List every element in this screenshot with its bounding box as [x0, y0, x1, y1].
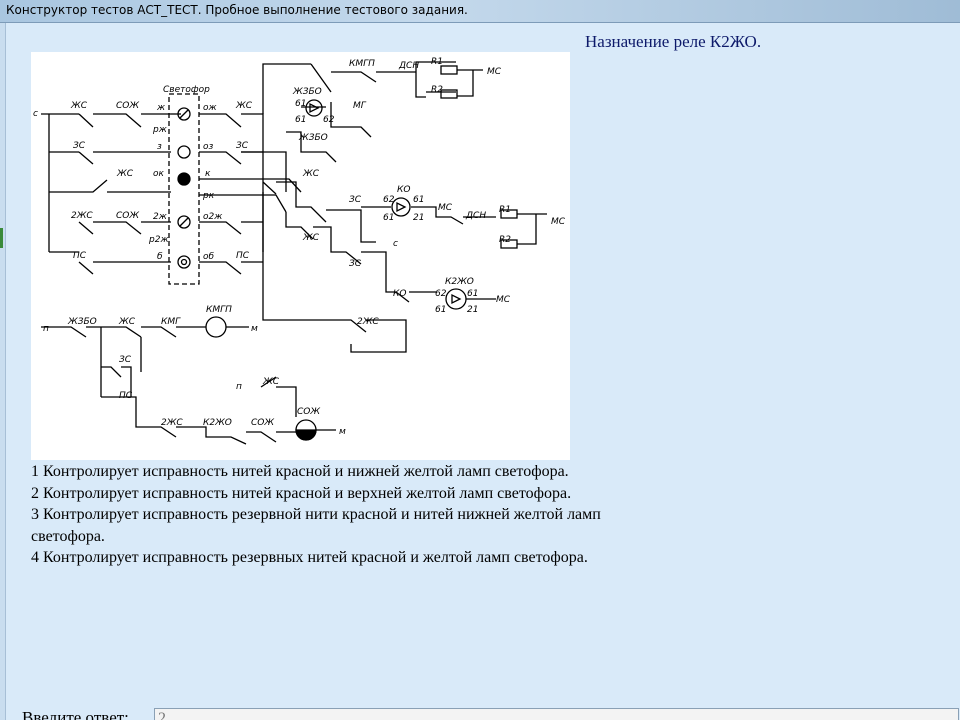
label-zhzbo-1: ЖЗБО: [292, 87, 322, 97]
label-zhs-2: ЖС: [235, 101, 253, 111]
label-ps-3: ПС: [119, 391, 133, 401]
label-kmgp-2: КМГП: [206, 305, 232, 315]
label-c-2: с: [393, 239, 398, 249]
label-k: к: [205, 169, 211, 179]
label-p-2: п: [236, 382, 242, 392]
label-ko-1: КО: [397, 185, 410, 195]
label-zhs-7: ЖС: [262, 377, 280, 387]
label-r2-2: R2: [499, 235, 511, 245]
label-kmgp-1: КМГП: [349, 59, 375, 69]
frame-marker: [0, 228, 3, 248]
option-1-text: Контролирует исправность нитей красной и…: [43, 463, 569, 480]
option-3-text: Контролирует исправность резервной нити …: [31, 506, 601, 545]
label-zhs-6: ЖС: [118, 317, 136, 327]
label-2zhs-3: 2ЖС: [161, 418, 183, 428]
label-ms-3: МС: [551, 217, 566, 227]
label-zs-2: ЗС: [236, 141, 249, 151]
label-zs-1: ЗС: [73, 141, 86, 151]
label-zs-4: ЗС: [349, 259, 362, 269]
label-2zhs-1: 2ЖС: [71, 211, 93, 221]
label-61-d: 61: [413, 195, 424, 205]
label-zs-5: ЗС: [119, 355, 132, 365]
option-1-number: 1: [31, 463, 39, 480]
label-ko-2: КО: [393, 289, 406, 299]
label-62-a: 62: [323, 115, 335, 125]
option-4-text: Контролирует исправность резервных нитей…: [43, 549, 588, 566]
label-zhs-3: ЖС: [116, 169, 134, 179]
label-p-1: п: [43, 324, 49, 334]
label-r2zh: р2ж: [148, 235, 169, 245]
window-title: Конструктор тестов АСТ_ТЕСТ. Пробное вып…: [6, 3, 468, 17]
label-rzh: рж: [152, 125, 168, 135]
question-text: Назначение реле К2ЖО.: [585, 32, 762, 51]
label-sozh-1: СОЖ: [116, 101, 139, 111]
label-21-b: 21: [467, 305, 478, 315]
answer-input[interactable]: [154, 708, 959, 720]
label-ob: об: [203, 252, 215, 262]
label-61-a: 61: [295, 99, 306, 109]
answer-label: Введите ответ:: [22, 708, 129, 720]
label-sozh-3: СОЖ: [251, 418, 274, 428]
label-2zhs-2: 2ЖС: [357, 317, 379, 327]
label-ps-1: ПС: [73, 251, 87, 261]
label-21-a: 21: [413, 213, 424, 223]
option-3-number: 3: [31, 506, 39, 523]
label-zhs-1: ЖС: [70, 101, 88, 111]
label-r1-1: R1: [431, 57, 443, 67]
label-61-e: 61: [435, 305, 446, 315]
label-dsn-2: ДСН: [465, 211, 486, 221]
option-2-number: 2: [31, 484, 39, 502]
label-zhs-5: ЖС: [302, 233, 320, 243]
label-mg: МГ: [353, 101, 367, 111]
label-kmg: КМГ: [161, 317, 181, 327]
label-ozh: ож: [203, 103, 218, 113]
answer-options: 1 Контролирует исправность нитей красной…: [31, 461, 671, 569]
option-2[interactable]: 2 Контролирует исправность нитей красной…: [31, 483, 671, 505]
label-svetofor: Светофор: [163, 85, 210, 95]
label-c: с: [33, 109, 38, 119]
label-2zh: 2ж: [153, 212, 168, 222]
label-rk: рк: [202, 191, 215, 201]
window-titlebar[interactable]: Конструктор тестов АСТ_ТЕСТ. Пробное вып…: [0, 0, 960, 23]
label-zhs-4: ЖС: [302, 169, 320, 179]
label-sozh-2: СОЖ: [116, 211, 139, 221]
label-61-c: 61: [383, 213, 394, 223]
label-zh: ж: [156, 103, 166, 113]
label-zhzbo-2: ЖЗБО: [298, 133, 328, 143]
label-61-f: 61: [467, 289, 478, 299]
label-oz: оз: [203, 142, 214, 152]
label-62-b: 62: [383, 195, 395, 205]
label-b: б: [157, 252, 163, 262]
answer-row: Введите ответ:: [22, 706, 960, 720]
label-z: з: [157, 142, 162, 152]
label-ps-2: ПС: [236, 251, 250, 261]
label-m-2: м: [339, 427, 346, 437]
label-ms-4: МС: [496, 295, 511, 305]
label-zs-3: ЗС: [349, 195, 362, 205]
option-1[interactable]: 1 Контролирует исправность нитей красной…: [31, 461, 671, 483]
circuit-diagram: Светофор с ЖС СОЖ ж ож ЖС рж ЗС з оз ЗС …: [31, 52, 570, 460]
label-zhzbo-3: ЖЗБО: [67, 317, 97, 327]
label-ms-2: МС: [438, 203, 453, 213]
window-left-frame: [0, 23, 6, 720]
label-dsn-1: ДСН: [398, 61, 419, 71]
option-3[interactable]: 3 Контролирует исправность резервной нит…: [31, 504, 671, 547]
label-r1-2: R1: [499, 205, 511, 215]
option-4[interactable]: 4 Контролирует исправность резервных нит…: [31, 547, 671, 569]
label-ms-1: МС: [487, 67, 502, 77]
label-k2zho-1: К2ЖО: [445, 277, 474, 287]
label-r2-1: R2: [431, 85, 443, 95]
label-sozh-4: СОЖ: [297, 407, 320, 417]
label-61-b: 61: [295, 115, 306, 125]
option-2-text: Контролирует исправность нитей красной и…: [43, 484, 572, 502]
circuit-diagram-svg: Светофор с ЖС СОЖ ж ож ЖС рж ЗС з оз ЗС …: [33, 57, 566, 445]
label-62-c: 62: [435, 289, 447, 299]
label-ok: ок: [153, 169, 165, 179]
option-4-number: 4: [31, 549, 39, 566]
label-o2zh: о2ж: [203, 212, 223, 222]
label-k2zho-2: К2ЖО: [203, 418, 232, 428]
label-m-1: м: [251, 324, 258, 334]
